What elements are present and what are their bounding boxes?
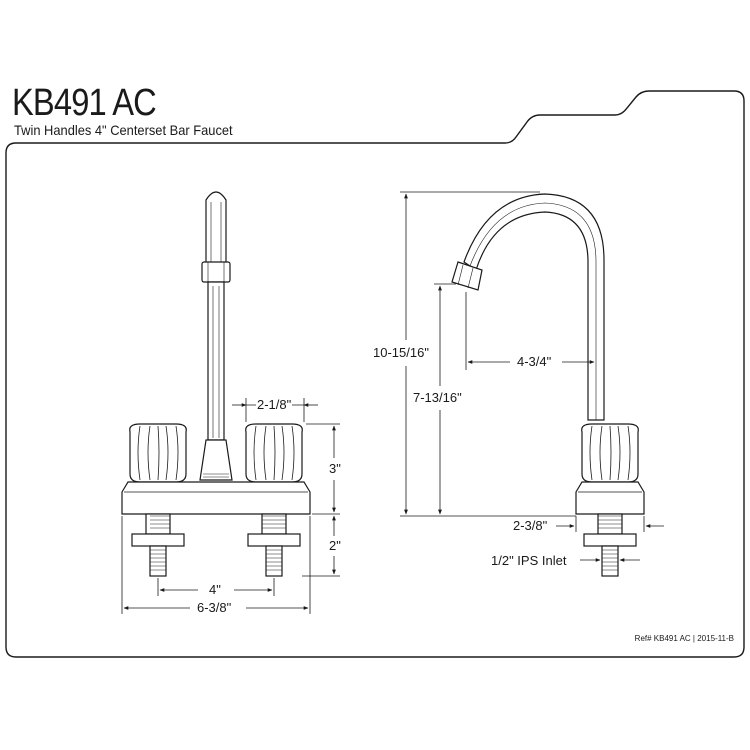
reference-code: Ref# KB491 AC | 2015-11-B: [634, 634, 734, 643]
side-deck-plate: [575, 481, 645, 515]
front-spout-tube: [207, 281, 225, 441]
dim-inlet: 1/2" IPS Inlet: [490, 553, 568, 568]
dim-spout-height: 7-13/16": [412, 390, 463, 405]
front-spout-base: [199, 439, 233, 481]
model-number: KB491 AC: [12, 82, 157, 124]
front-deck-plate: [121, 481, 311, 515]
dim-base-width: 6-3/8": [196, 600, 233, 615]
dim-handle-height: 3": [328, 461, 342, 476]
dim-overall-height: 10-15/16": [372, 345, 430, 360]
side-handle: [581, 423, 639, 483]
front-shank-left: [131, 513, 185, 577]
front-view: [121, 191, 311, 577]
front-dimension-lines: [121, 398, 340, 614]
side-view: [451, 193, 645, 577]
side-aerator: [451, 261, 483, 291]
dim-shank-length: 2": [328, 538, 342, 553]
front-aerator: [201, 261, 231, 283]
dim-spout-reach: 4-3/4": [516, 354, 553, 369]
dim-centerset: 4": [208, 582, 222, 597]
front-handle-left: [129, 423, 187, 483]
dim-handle-spread: 2-1/8": [256, 397, 293, 412]
side-dimension-lines: [400, 191, 664, 562]
front-handle-right: [245, 423, 303, 483]
front-shank-right: [247, 513, 301, 577]
front-spout-tip: [205, 191, 227, 266]
frame-border: [5, 90, 745, 658]
product-subtitle: Twin Handles 4" Centerset Bar Faucet: [14, 122, 233, 138]
dim-base-depth: 2-3/8": [512, 518, 549, 533]
side-shank: [583, 513, 637, 577]
side-gooseneck: [463, 193, 605, 421]
